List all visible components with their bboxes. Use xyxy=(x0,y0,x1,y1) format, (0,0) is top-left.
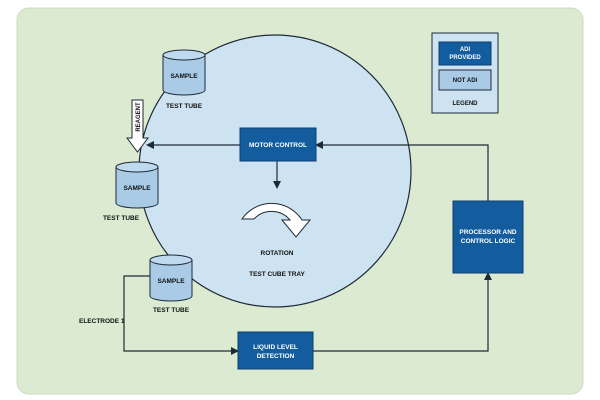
tube-caption: TEST TUBE xyxy=(103,215,140,222)
electrode-label: ELECTRODE 1 xyxy=(79,318,125,325)
tube-sample-label: SAMPLE xyxy=(157,278,185,285)
processor-label-line2: CONTROL LOGIC xyxy=(461,238,516,245)
rotation-label: ROTATION xyxy=(261,250,294,257)
liquid-to-processor-arrow xyxy=(313,272,492,352)
tube-caption: TEST TUBE xyxy=(166,103,203,110)
legend-adi-label-line2: PROVIDED xyxy=(449,55,481,61)
reagent-label: REAGENT xyxy=(136,102,142,132)
legend-title: LEGEND xyxy=(452,101,478,107)
processor-to-motor-arrow xyxy=(315,141,489,201)
liquid-level-block: LIQUID LEVEL DETECTION xyxy=(237,331,314,370)
legend: ADI PROVIDED NOT ADI LEGEND xyxy=(431,32,499,114)
tube-sample-label: SAMPLE xyxy=(170,73,198,80)
processor-block: PROCESSOR AND CONTROL LOGIC xyxy=(452,200,524,274)
tray-label: TEST CUBE TRAY xyxy=(249,271,305,278)
legend-adi-label-line1: ADI xyxy=(460,47,471,53)
tube-sample-label: SAMPLE xyxy=(123,185,151,192)
liquid-level-label-line2: DETECTION xyxy=(257,353,295,360)
motor-control-label: MOTOR CONTROL xyxy=(249,142,307,149)
electrode-line xyxy=(123,275,239,355)
test-tube-1: SAMPLE TEST TUBE xyxy=(162,49,206,110)
tube-caption: TEST TUBE xyxy=(153,307,190,314)
liquid-level-label-line1: LIQUID LEVEL xyxy=(253,344,298,351)
reagent-arrow: REAGENT xyxy=(126,99,149,153)
connectors xyxy=(123,141,492,355)
legend-adi-swatch xyxy=(438,41,492,66)
test-tube-2: SAMPLE TEST TUBE xyxy=(103,161,159,222)
processor-label-line1: PROCESSOR AND xyxy=(459,229,516,236)
legend-not-adi-label: NOT ADI xyxy=(453,78,478,84)
motor-control-block: MOTOR CONTROL xyxy=(239,127,317,162)
legend-not-adi-swatch xyxy=(438,69,492,91)
rotation-symbol: ROTATION xyxy=(241,202,312,257)
test-tube-3: SAMPLE TEST TUBE xyxy=(149,254,193,314)
